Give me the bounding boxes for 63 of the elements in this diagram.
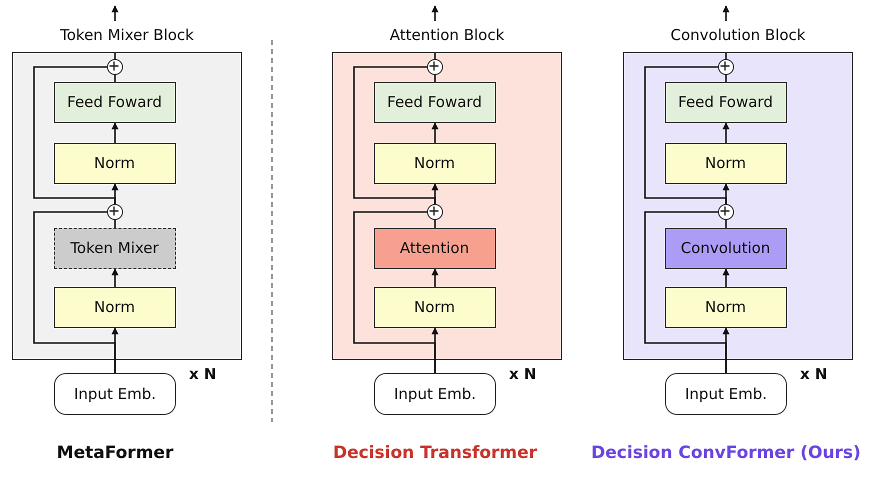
connector-line	[353, 66, 436, 204]
mixer-box	[664, 228, 786, 268]
model-caption: Decision ConvFormer (Ours)	[591, 443, 861, 463]
arrow	[432, 5, 438, 60]
box-label: Input Emb.	[74, 385, 156, 403]
model-caption: MetaFormer	[56, 443, 174, 463]
connector-line	[434, 75, 436, 82]
norm-box	[54, 286, 176, 328]
box-label: Input Emb.	[394, 385, 476, 403]
connector-line	[434, 220, 436, 228]
arrow	[722, 5, 730, 60]
repeat-label: x N	[189, 365, 216, 383]
connector-line	[114, 220, 116, 228]
add-circle	[426, 204, 442, 220]
box-label: Norm	[705, 298, 746, 316]
connector-line	[33, 66, 116, 204]
arrow	[432, 122, 438, 143]
arrow	[112, 122, 118, 143]
feed-forward-box	[664, 82, 786, 122]
mixer-box	[54, 228, 176, 268]
input-box	[665, 373, 787, 415]
box-label: Attention	[400, 239, 470, 257]
input-box	[54, 373, 176, 415]
box-label: Norm	[414, 298, 455, 316]
box-label: Feed Foward	[387, 93, 482, 111]
feed-forward-box	[374, 82, 496, 122]
arrow	[112, 268, 118, 287]
feed-forward-box	[54, 82, 176, 122]
input-box	[374, 373, 496, 415]
box-label: Convolution	[680, 239, 770, 257]
arrow	[432, 268, 438, 287]
norm-box	[664, 142, 786, 184]
box-label: Feed Foward	[67, 93, 162, 111]
add-circle	[718, 204, 734, 220]
connector-line	[33, 211, 116, 373]
norm-box	[374, 142, 496, 184]
connector-line	[353, 211, 436, 373]
box-label: Norm	[414, 154, 455, 172]
add-circle	[106, 204, 122, 220]
connector-line	[644, 211, 727, 373]
mixer-box	[374, 228, 496, 268]
box-label: Token Mixer	[70, 239, 159, 257]
box-label: Feed Foward	[678, 93, 773, 111]
arrow	[722, 268, 730, 287]
connector-line	[725, 220, 727, 228]
model-caption: Decision Transformer	[332, 443, 538, 463]
connector-line	[644, 66, 727, 204]
norm-box	[374, 286, 496, 328]
box-label: Input Emb.	[685, 385, 767, 403]
add-circle	[106, 58, 122, 74]
add-circle	[718, 58, 734, 74]
repeat-label: x N	[509, 365, 536, 383]
connector-line	[725, 75, 727, 82]
arrow	[112, 5, 118, 60]
norm-box	[54, 142, 176, 184]
arrow	[722, 122, 730, 143]
norm-box	[664, 286, 786, 328]
connector-line	[114, 75, 116, 82]
box-label: Norm	[94, 154, 135, 172]
repeat-label: x N	[800, 365, 828, 383]
box-label: Norm	[705, 154, 746, 172]
add-circle	[426, 58, 442, 74]
box-label: Norm	[94, 298, 135, 316]
